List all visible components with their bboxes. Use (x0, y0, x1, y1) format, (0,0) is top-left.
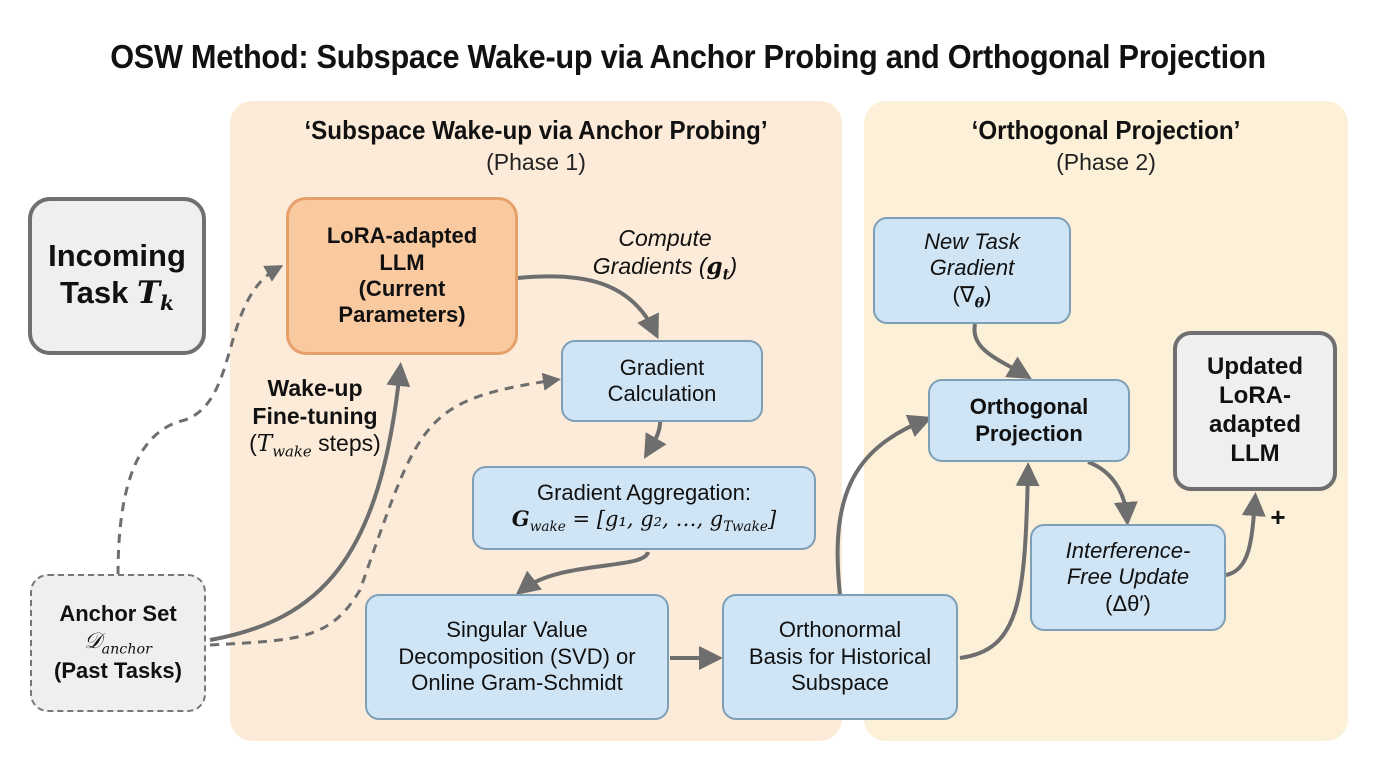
gradient-calculation-node: Gradient Calculation (561, 340, 763, 422)
wake-up-line2: Fine-tuning (252, 402, 378, 429)
arrow-basis-to-projection (835, 414, 933, 596)
phase2-subtitle: (Phase 2) (1056, 149, 1156, 175)
arrow-anchor-to-gradcalc (209, 372, 561, 647)
gradient-calc-line1: Gradient (619, 354, 705, 380)
compute-gradients-line1: Compute (618, 225, 712, 251)
arrow-update-to-llm (1225, 492, 1266, 577)
interference-free-update-node: Interference- Free Update (Δθ′) (1030, 524, 1226, 631)
gradient-calc-line2: Calculation (607, 381, 717, 406)
lora-llm-node: LoRA-adapted LLM (Current Parameters) (286, 197, 518, 355)
update-line3: (Δθ′) (1105, 590, 1151, 616)
wake-up-finetuning-label: Wake-up Fine-tuning (Twake steps) (230, 375, 400, 462)
incoming-task-line2: Task Tk (59, 274, 175, 316)
update-line2: Free Update (1066, 564, 1190, 590)
compute-gradients-line2: Gradients (gt) (592, 252, 738, 284)
gradient-agg-line1: Gradient Aggregation: (536, 480, 752, 506)
anchor-set-line1: Anchor Set (59, 601, 177, 627)
phase1-subtitle: (Phase 1) (486, 149, 586, 175)
new-task-line2: Gradient (929, 255, 1015, 281)
phase1-title: ‘Subspace Wake-up via Anchor Probing’ (304, 115, 768, 145)
diagram-title: OSW Method: Subspace Wake-up via Anchor … (110, 38, 1266, 75)
svd-node: Singular Value Decomposition (SVD) or On… (365, 594, 669, 720)
svd-line3: Online Gram-Schmidt (411, 670, 623, 696)
arrow-newgrad-to-projection (972, 323, 1032, 380)
updated-line1: Updated (1207, 353, 1303, 381)
basis-line1: Orthonormal (778, 617, 902, 643)
incoming-task-node: Incoming Task Tk (28, 197, 206, 355)
arrow-basis-to-projection-2 (959, 462, 1040, 660)
phase2-title: ‘Orthogonal Projection’ (971, 115, 1241, 145)
new-task-gradient-node: New Task Gradient (∇θ) (873, 217, 1071, 324)
lora-llm-line1: LoRA-adapted (326, 223, 478, 249)
gradient-aggregation-node: Gradient Aggregation: Gwake = [g₁, g₂, …… (472, 466, 816, 550)
wake-up-line1: Wake-up (267, 375, 363, 401)
lora-llm-line2: LLM (379, 249, 425, 275)
svd-line1: Singular Value (446, 617, 588, 643)
arrow-anchor-to-lora (116, 265, 284, 576)
gradient-agg-formula: Gwake = [g₁, g₂, …, gTwake] (511, 506, 777, 536)
svd-line2: Decomposition (SVD) or (398, 643, 636, 669)
update-line1: Interference- (1065, 537, 1191, 563)
updated-line2: LoRA- (1219, 382, 1291, 410)
incoming-task-line1: Incoming (48, 237, 186, 273)
compute-gradients-label: Compute Gradients (gt) (570, 225, 760, 284)
new-task-line1: New Task (924, 228, 1020, 254)
wake-up-line3: (Twake steps) (249, 430, 381, 461)
arrow-lora-to-gradcalc (517, 274, 659, 340)
new-task-line3: (∇θ) (952, 281, 992, 311)
basis-line2: Basis for Historical (748, 643, 932, 669)
anchor-set-math: 𝒟anchor (84, 628, 152, 658)
arrow-agg-to-svd (515, 551, 650, 595)
basis-line3: Subspace (791, 670, 889, 696)
anchor-set-line3: (Past Tasks) (54, 658, 182, 684)
updated-line3: adapted (1208, 411, 1301, 438)
anchor-set-node: Anchor Set 𝒟anchor (Past Tasks) (30, 574, 206, 712)
arrow-projection-to-update (1087, 460, 1138, 526)
lora-llm-line4: Parameters) (338, 302, 466, 328)
updated-line4: LLM (1230, 439, 1280, 467)
arrow-wakeup-finetuning (209, 362, 411, 642)
lora-llm-line3: (Current (358, 276, 446, 301)
updated-llm-node: Updated LoRA- adapted LLM (1173, 331, 1337, 491)
orthonormal-basis-node: Orthonormal Basis for Historical Subspac… (722, 594, 958, 720)
projection-line2: Projection (975, 420, 1083, 446)
orthogonal-projection-node: Orthogonal Projection (928, 379, 1130, 462)
projection-line1: Orthogonal (969, 394, 1089, 420)
plus-sign: + (1270, 502, 1286, 532)
